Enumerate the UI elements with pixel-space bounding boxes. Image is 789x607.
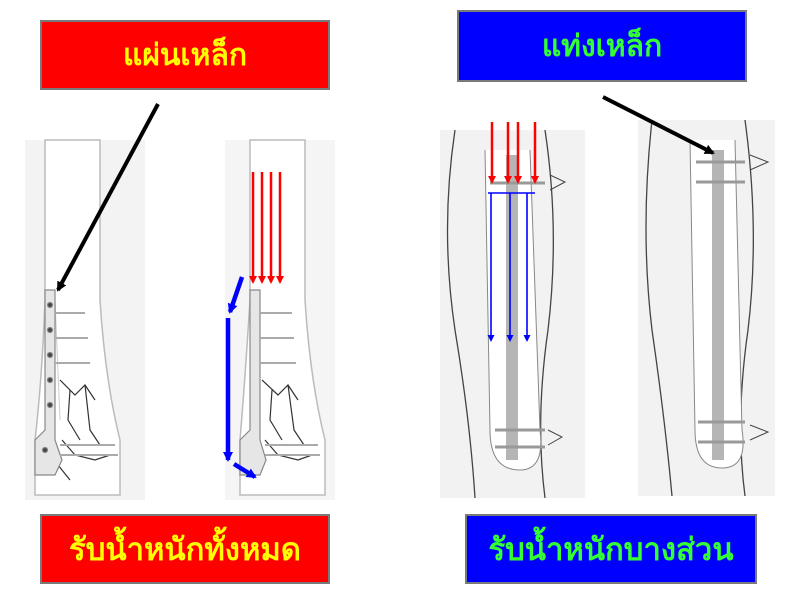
- pointer-arrow-plate: [56, 103, 160, 292]
- screws: [55, 312, 118, 456]
- label-full-load: รับน้ำหนักทั้งหมด: [40, 514, 330, 584]
- label-partial-load: รับน้ำหนักบางส่วน: [465, 514, 757, 584]
- label-full-load-text: รับน้ำหนักทั้งหมด: [69, 532, 301, 568]
- fracture-lines: [49, 379, 111, 481]
- label-plate-text: แผ่นเหล็ก: [123, 37, 247, 73]
- label-rod-text: แท่งเหล็ก: [541, 28, 663, 64]
- label-plate: แผ่นเหล็ก: [40, 20, 330, 90]
- transfer-arrows-blue-left: [223, 276, 257, 479]
- label-partial-load-text: รับน้ำหนักบางส่วน: [488, 532, 734, 568]
- load-arrows-red-right: [488, 122, 539, 184]
- load-arrows-red-left: [249, 172, 284, 284]
- leg-sketch-left: [440, 129, 585, 499]
- femur-middle: [225, 139, 335, 500]
- label-rod: แท่งเหล็ก: [457, 10, 747, 82]
- transfer-arrows-blue-right: [487, 192, 535, 342]
- bone-plate: [34, 289, 63, 476]
- intramedullary-rod: [506, 155, 518, 460]
- femur-left: [25, 139, 145, 500]
- pointer-arrow-rod: [602, 95, 715, 155]
- leg-sketch-right: [638, 119, 775, 497]
